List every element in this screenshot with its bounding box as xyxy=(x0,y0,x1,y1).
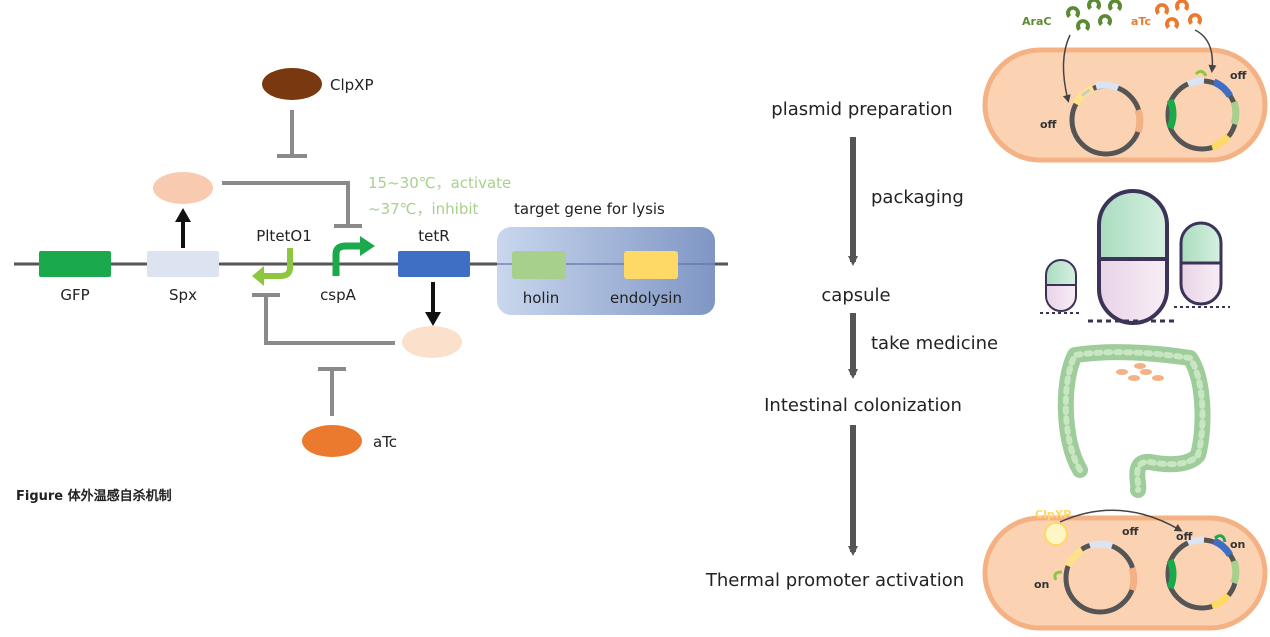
tetr-protein xyxy=(402,326,462,358)
bacteria-in-gut xyxy=(1116,363,1164,381)
arac-molecules xyxy=(1066,0,1122,31)
tetr-inhibits-pltetO1 xyxy=(252,293,395,345)
workflow: plasmid preparation capsule Intestinal c… xyxy=(705,99,998,591)
tetr-expression-arrow xyxy=(425,282,441,326)
off-label-top-right: off xyxy=(1230,69,1247,82)
step-capsule: capsule xyxy=(821,285,890,306)
lysis-gene-box xyxy=(497,227,715,315)
capsule-small-right xyxy=(1174,221,1230,308)
clpxp-protein xyxy=(262,68,322,100)
capsule-large-center xyxy=(1088,189,1175,325)
spx-inhibits-cspA xyxy=(222,181,362,228)
intestine-illustration xyxy=(1057,344,1211,498)
holin-label: holin xyxy=(523,289,560,307)
atc-molecule xyxy=(302,425,362,457)
spx-gene xyxy=(147,251,219,277)
activate-condition: 15~30℃，activate xyxy=(368,174,511,192)
plasmid-top-right xyxy=(1165,69,1240,152)
tetr-label: tetR xyxy=(418,227,449,245)
plasmid-bottom-left xyxy=(1053,540,1138,615)
spx-label: Spx xyxy=(169,286,197,304)
bacterium-bottom: ClpXP off on off on xyxy=(982,508,1268,631)
on-label-bottom-left: on xyxy=(1034,578,1049,591)
genetic-circuit: GFP Spx PltetO1 cspA tetR ClpXP aTc 15~3… xyxy=(14,68,728,504)
spx-expression-arrow xyxy=(175,208,191,248)
plasmid-bottom-right xyxy=(1165,534,1240,611)
capsule-small-left xyxy=(1040,259,1082,314)
off-label-bottom-right: off xyxy=(1176,530,1193,543)
spx-protein xyxy=(153,172,213,204)
transition-take-medicine: take medicine xyxy=(871,333,998,354)
step-intestinal-colonization: Intestinal colonization xyxy=(764,395,962,416)
pltetO1-label: PltetO1 xyxy=(256,227,312,245)
gfp-label: GFP xyxy=(60,286,89,304)
step-thermal-promoter-activation: Thermal promoter activation xyxy=(705,570,964,591)
step-plasmid-preparation: plasmid preparation xyxy=(771,99,952,120)
pltetO1-promoter-icon xyxy=(252,248,293,286)
atc-inhibition xyxy=(318,367,346,416)
cspA-label: cspA xyxy=(320,286,357,304)
figure-caption: Figure 体外温感自杀机制 xyxy=(16,488,172,504)
capsules xyxy=(1040,189,1230,325)
plasmid-top-left xyxy=(1069,81,1144,157)
atc-label: aTc xyxy=(373,433,397,451)
clpxp-label-bottom: ClpXP xyxy=(1035,508,1071,521)
holin-gene xyxy=(512,251,566,279)
endolysin-gene xyxy=(624,251,678,279)
off-label-top-left: off xyxy=(1040,118,1057,131)
atc-molecules xyxy=(1155,0,1203,29)
inhibit-condition: ~37℃，inhibit xyxy=(368,200,479,218)
bacterium-top: AraC aTc off off xyxy=(982,0,1268,163)
endolysin-label: endolysin xyxy=(610,289,682,307)
arac-label: AraC xyxy=(1022,15,1051,28)
lysis-box-title: target gene for lysis xyxy=(514,200,665,218)
on-label-bottom-right: on xyxy=(1230,538,1245,551)
gfp-gene xyxy=(39,251,111,277)
tetr-gene xyxy=(398,251,470,277)
clpxp-protease xyxy=(1044,522,1068,546)
cspA-promoter-icon xyxy=(332,236,375,276)
clpxp-label: ClpXP xyxy=(330,76,373,94)
transition-packaging: packaging xyxy=(871,187,964,208)
atc-label-top: aTc xyxy=(1131,15,1151,28)
off-label-bottom-top: off xyxy=(1122,525,1139,538)
clpxp-inhibition xyxy=(277,110,307,158)
